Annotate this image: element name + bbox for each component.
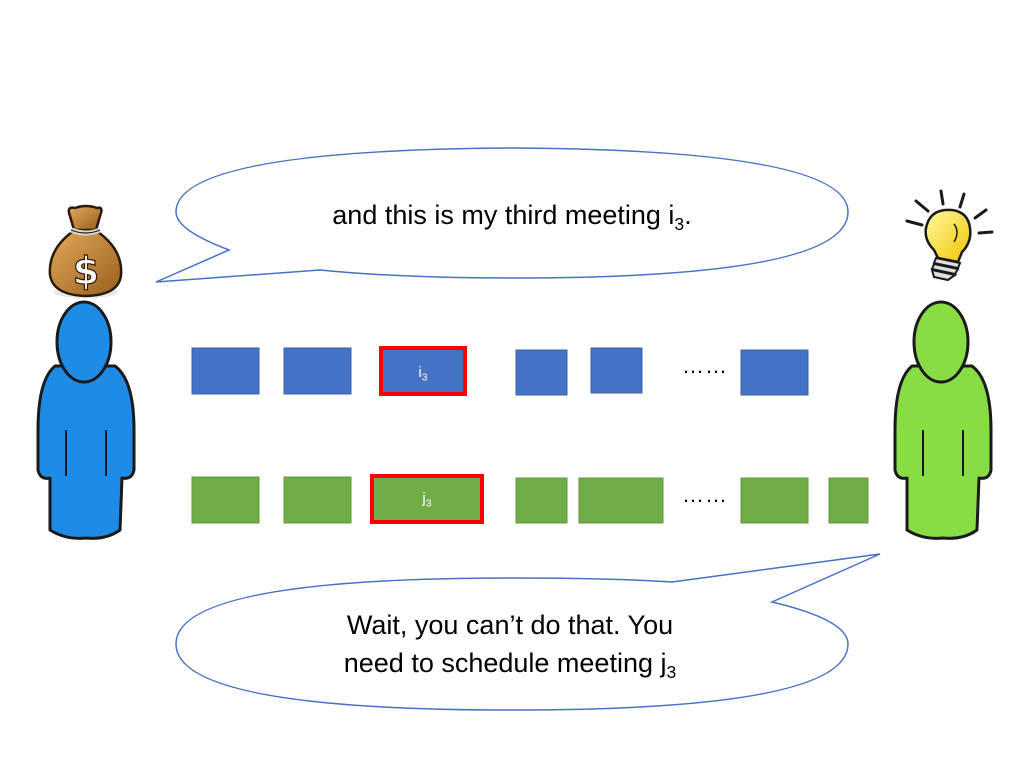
green-meeting-box	[828, 477, 869, 524]
blue-meeting-box	[515, 349, 568, 396]
meeting-label-i3: i3	[381, 364, 465, 384]
speech-text-top-suffix: .	[684, 200, 692, 230]
speech-text-bottom: Wait, you can’t do that. You need to sch…	[250, 606, 770, 682]
speech-bubble-bottom	[175, 553, 881, 711]
meeting-label-j3-main: j	[422, 490, 426, 507]
green-meeting-box-highlighted	[370, 474, 484, 524]
meeting-label-i3-subscript: 3	[421, 371, 428, 384]
meeting-label-i3-main: i	[418, 364, 422, 381]
green-person-icon	[893, 300, 993, 540]
speech-bubble-top	[155, 147, 849, 283]
blue-meeting-box	[283, 347, 352, 395]
green-meeting-box	[515, 477, 568, 524]
green-meeting-box	[283, 476, 352, 524]
blue-meeting-box	[191, 347, 260, 395]
green-meeting-box	[740, 477, 809, 524]
green-meeting-box	[191, 476, 260, 524]
speech-text-bottom-line1: Wait, you can’t do that. You	[346, 610, 674, 640]
green-meeting-box	[578, 477, 664, 524]
blue-meeting-box	[590, 347, 643, 394]
blue-meeting-box-highlighted	[379, 346, 467, 396]
speech-text-top: and this is my third meeting i3.	[200, 196, 824, 234]
speech-text-bottom-line2: need to schedule meeting j	[343, 648, 667, 678]
speech-text-top-main: and this is my third meeting i	[332, 200, 675, 230]
green-meeting-row	[191, 474, 869, 524]
green-row-ellipsis: ……	[682, 482, 728, 507]
light-bulb-icon	[905, 189, 994, 282]
blue-row-ellipsis: ……	[682, 353, 728, 378]
speech-text-bottom-subscript: 3	[666, 662, 677, 683]
meeting-label-j3-subscript: 3	[425, 497, 432, 510]
blue-person-icon	[36, 300, 136, 540]
blue-meeting-row	[191, 346, 809, 396]
blue-meeting-box	[740, 349, 809, 396]
svg-text:$: $	[73, 249, 99, 293]
money-bag-icon: $	[48, 204, 123, 298]
speech-text-top-subscript: 3	[674, 214, 685, 235]
meeting-label-j3: j3	[372, 490, 482, 510]
speech-text-bottom-line2-wrap: need to schedule meeting j3	[250, 644, 770, 682]
